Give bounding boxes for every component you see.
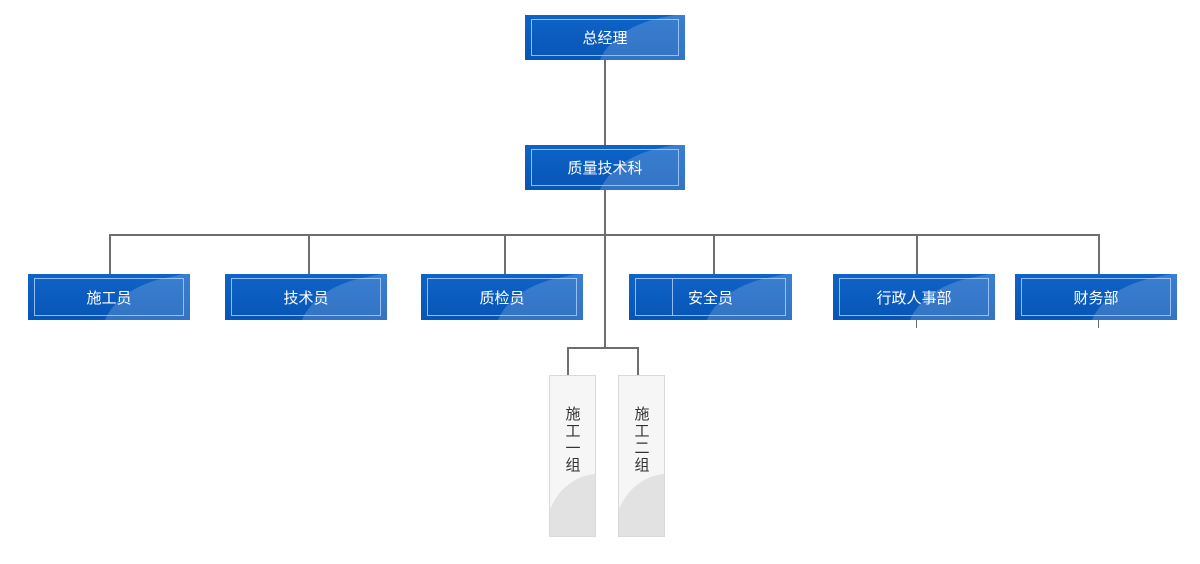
node-label: 财务部 bbox=[1073, 288, 1119, 307]
node-safety-officer[interactable]: 安全员 bbox=[629, 274, 792, 320]
node-label: 质量技术科 bbox=[567, 159, 643, 177]
node-label: 施工员 bbox=[86, 288, 132, 307]
node-team-1[interactable]: 施工一组 bbox=[549, 375, 596, 537]
connector-level3-bus bbox=[109, 234, 1100, 236]
connector-to-team-2 bbox=[637, 347, 639, 376]
node-quality-inspector[interactable]: 质检员 bbox=[421, 274, 583, 320]
node-team-2[interactable]: 施工二组 bbox=[618, 375, 665, 537]
connector-root-to-dept bbox=[604, 59, 606, 146]
node-finance[interactable]: 财务部 bbox=[1015, 274, 1177, 320]
team-label: 施工一组 bbox=[563, 406, 582, 474]
node-technician[interactable]: 技术员 bbox=[225, 274, 387, 320]
team-label: 施工二组 bbox=[632, 406, 651, 474]
node-label: 质检员 bbox=[479, 288, 525, 307]
connector-teams-bus bbox=[567, 347, 639, 349]
connector-to-qc bbox=[504, 234, 506, 275]
node-label: 安全员 bbox=[687, 288, 733, 307]
connector-to-safety bbox=[713, 234, 715, 275]
node-label: 技术员 bbox=[283, 288, 329, 307]
connector-to-worker bbox=[109, 234, 111, 275]
connector-to-admin-hr bbox=[916, 234, 918, 275]
connector-dept-trunk bbox=[604, 189, 606, 349]
node-label: 总经理 bbox=[582, 29, 628, 47]
node-general-manager[interactable]: 总经理 bbox=[525, 15, 685, 60]
node-worker[interactable]: 施工员 bbox=[28, 274, 190, 320]
stub-admin-hr bbox=[916, 319, 917, 328]
connector-to-team-1 bbox=[567, 347, 569, 376]
node-quality-tech-dept[interactable]: 质量技术科 bbox=[525, 145, 685, 190]
stub-finance bbox=[1098, 319, 1099, 328]
node-label: 行政人事部 bbox=[876, 288, 952, 307]
node-admin-hr[interactable]: 行政人事部 bbox=[833, 274, 995, 320]
connector-to-finance bbox=[1098, 234, 1100, 275]
connector-to-tech bbox=[308, 234, 310, 275]
